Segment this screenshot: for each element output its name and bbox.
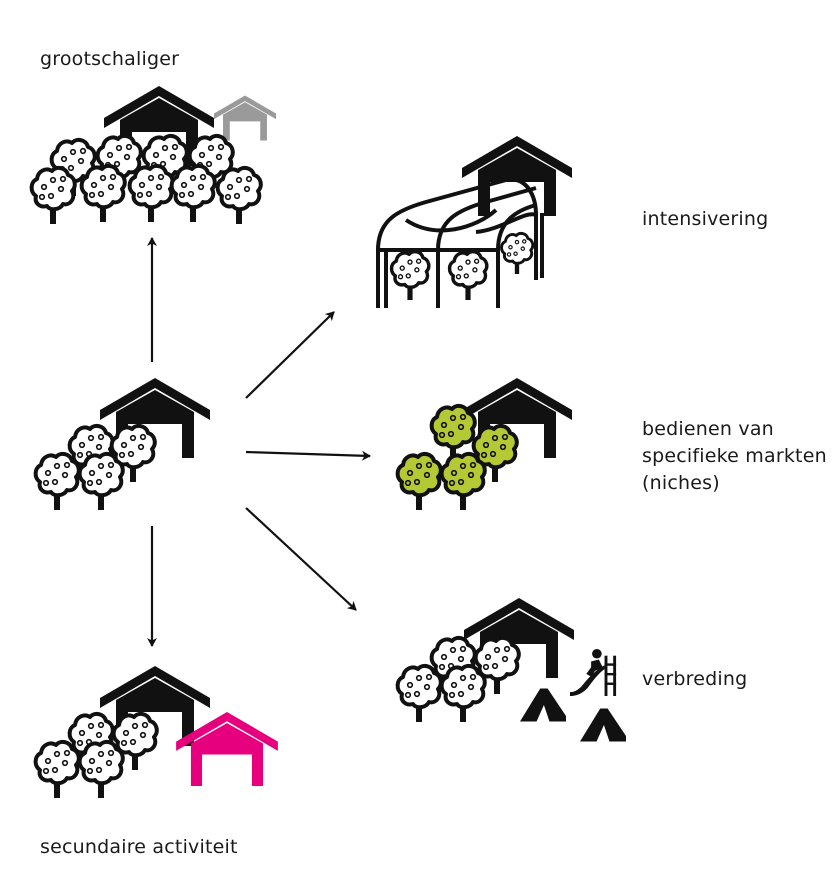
grootschaliger-group — [29, 86, 276, 226]
intensivering-group — [376, 136, 572, 310]
tree-icon — [439, 663, 487, 724]
arrow-to-verbreding — [245, 507, 357, 611]
current-farm-group — [33, 378, 210, 512]
tree-icon — [33, 739, 81, 800]
tree-icon — [395, 663, 443, 724]
tree-icon — [447, 249, 489, 302]
label-niches-line-2: specifieke markten — [642, 445, 827, 467]
tree-icon — [395, 451, 443, 512]
arrows — [147, 237, 371, 647]
tree-icon — [29, 165, 77, 226]
label-niches-line-3: (niches) — [642, 472, 720, 494]
label-verbreding: verbreding — [642, 668, 748, 690]
tree-icon — [389, 249, 431, 302]
arrow-to-niches — [245, 450, 371, 461]
tree-icon — [127, 163, 175, 224]
tree-icon — [439, 451, 487, 512]
label-niches-line-1: bedienen van — [642, 418, 774, 440]
secundaire-activiteit-group — [33, 666, 278, 800]
tree-icon — [33, 451, 81, 512]
label-intensivering: intensivering — [642, 208, 769, 230]
tree-icon — [77, 451, 125, 512]
tree-icon — [79, 163, 127, 224]
arrow-to-intensivering — [245, 311, 335, 399]
tent-icon — [580, 708, 626, 742]
label-secundaire-activiteit: secundaire activiteit — [40, 836, 238, 858]
tree-icon — [77, 739, 125, 800]
playground-slide-icon — [570, 648, 617, 696]
tree-icon — [500, 231, 535, 276]
verbreding-group — [395, 598, 626, 742]
label-grootschaliger: grootschaliger — [40, 48, 180, 70]
barn-icon — [214, 95, 276, 141]
tree-icon — [169, 163, 217, 224]
tent-icon — [520, 688, 566, 722]
niche-group — [395, 378, 572, 512]
tree-icon — [215, 165, 263, 226]
label-niches: bedienen van specifieke markten (niches) — [642, 416, 827, 497]
